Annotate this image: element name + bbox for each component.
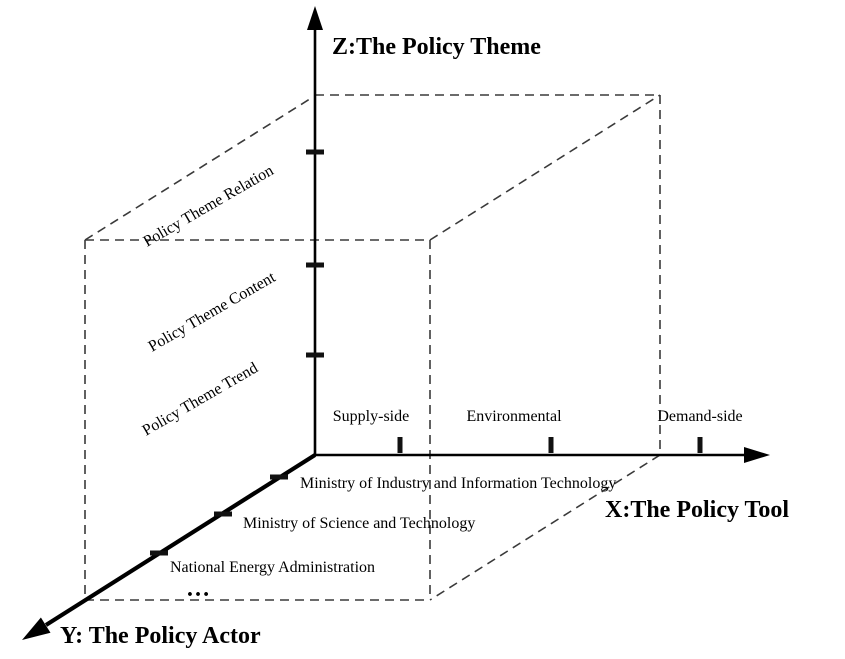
y-axis-label-miit: Ministry of Industry and Information Tec… [300,475,616,492]
x-axis-label-environmental: Environmental [466,408,562,425]
cube-edge-top-right-diag [429,94,661,241]
axes-lines [22,6,770,640]
dashed-cube [84,94,661,601]
y-axis-label-most: Ministry of Science and Technology [243,515,475,532]
z-axis-label-policy-theme-relation: Policy Theme Relation [141,162,277,250]
z-axis-labels: Policy Theme Relation Policy Theme Conte… [140,162,279,439]
cube-edge-bottom-right-diag [429,454,661,601]
x-axis-title: X:The Policy Tool [605,497,789,523]
z-axis-arrow-icon [307,6,323,30]
z-axis-label-policy-theme-trend: Policy Theme Trend [140,360,261,440]
x-axis-labels: Supply-side Environmental Demand-side [333,408,743,425]
x-axis-label-supply-side: Supply-side [333,408,409,425]
y-axis-ellipsis: … [186,576,210,602]
x-axis-label-demand-side: Demand-side [657,408,742,425]
y-axis-arrow-icon [22,617,51,640]
y-axis-labels: Ministry of Industry and Information Tec… [170,475,616,602]
y-axis-title: Y: The Policy Actor [60,623,261,649]
z-axis-title: Z:The Policy Theme [332,34,541,60]
y-axis-label-nea: National Energy Administration [170,559,375,576]
y-axis-line [44,453,317,627]
x-axis-arrow-icon [744,447,770,463]
tick-marks [150,149,703,556]
z-axis-label-policy-theme-content: Policy Theme Content [146,269,279,356]
